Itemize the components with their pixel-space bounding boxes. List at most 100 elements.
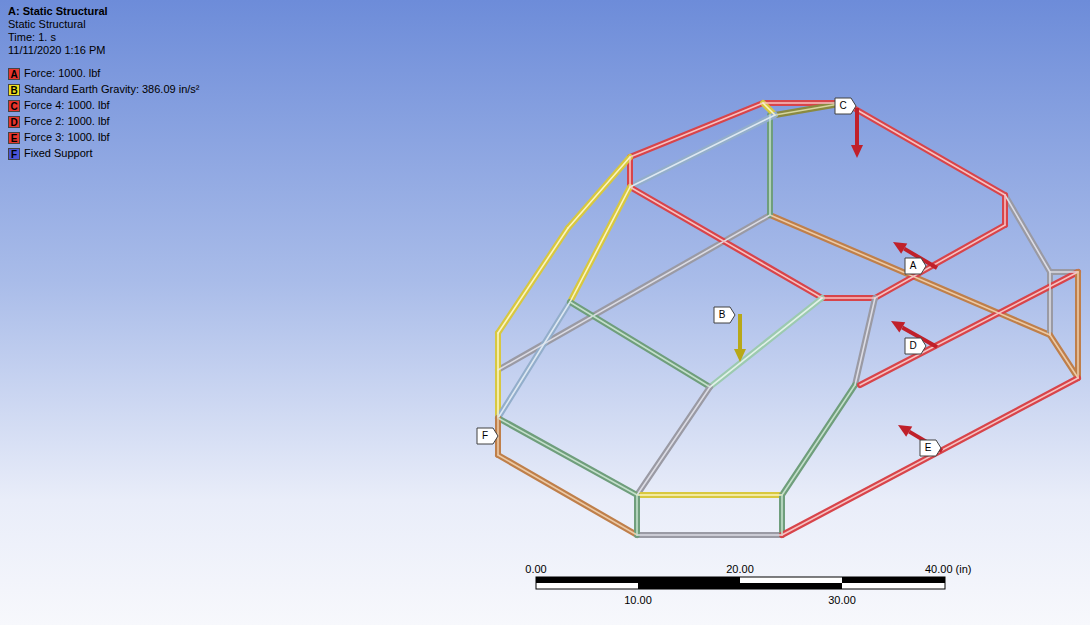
- legend-text: Fixed Support: [24, 147, 92, 160]
- legend-text: Force: 1000. lbf: [24, 67, 100, 80]
- callout-letter: B: [714, 309, 730, 321]
- callout-flags: [477, 98, 941, 456]
- member-highlight: [637, 494, 782, 496]
- member-highlight: [782, 385, 855, 495]
- member-highlight: [568, 157, 630, 228]
- frame-member: [634, 495, 640, 535]
- frame-member: [637, 387, 710, 495]
- frame-member: [630, 187, 822, 298]
- frame-member: [782, 385, 855, 495]
- callout-flag: [905, 338, 926, 354]
- member-highlight: [498, 215, 770, 370]
- frame-member: [845, 103, 1005, 195]
- arrow-head: [893, 242, 907, 254]
- frame-member: [822, 295, 875, 301]
- frame-member: [782, 378, 1078, 535]
- legend-text: Force 2: 1000. lbf: [24, 115, 110, 128]
- frame-member: [568, 157, 630, 228]
- date-stamp: 11/11/2020 1:16 PM: [8, 44, 105, 57]
- scale-tick: 20.00: [726, 563, 754, 576]
- legend-letter: B: [10, 85, 17, 96]
- member-highlight: [498, 228, 568, 333]
- legend-letter: C: [10, 101, 17, 112]
- force-arrow: [855, 108, 859, 145]
- frame-member: [855, 298, 875, 385]
- member-highlight: [782, 378, 1078, 535]
- legend-swatch: A: [8, 68, 20, 80]
- member-highlight: [498, 302, 570, 418]
- frame-member: [710, 298, 822, 387]
- callout-letter: F: [477, 430, 493, 442]
- scale-bar: [536, 577, 945, 589]
- frame-member: [498, 215, 770, 370]
- callout-letter: A: [905, 260, 921, 272]
- member-highlight: [855, 298, 875, 385]
- time-info: Time: 1. s: [8, 31, 56, 44]
- member-highlight: [763, 102, 845, 104]
- member-highlight: [498, 455, 637, 535]
- callout-letter: D: [905, 340, 921, 352]
- frame-member: [498, 455, 637, 535]
- member-highlight: [637, 387, 710, 495]
- callout-letter: E: [920, 442, 936, 454]
- frame-member: [1005, 195, 1050, 272]
- frame-member: [495, 333, 501, 418]
- frame-member: [770, 215, 1050, 335]
- member-highlight: [637, 534, 782, 536]
- arrow-head: [851, 145, 863, 158]
- frame-member: [1050, 335, 1078, 378]
- legend-swatch: C: [8, 100, 20, 112]
- legend-letter: D: [10, 117, 17, 128]
- member-highlight: [860, 272, 1078, 385]
- frame-member: [570, 187, 630, 302]
- frame-member: [1075, 272, 1081, 378]
- frame-member: [637, 532, 782, 538]
- frame-member: [767, 115, 773, 215]
- frame-member: [630, 115, 775, 187]
- member-highlight: [636, 495, 638, 535]
- scale-tick: 40.00 (in): [925, 563, 971, 576]
- frame-member: [779, 495, 785, 535]
- panel-title: A: Static Structural: [8, 5, 108, 18]
- member-highlight: [629, 157, 631, 187]
- callout-flag: [477, 428, 498, 444]
- arrow-head: [898, 425, 912, 437]
- member-highlight: [1005, 195, 1050, 272]
- frame-member: [763, 103, 775, 115]
- member-highlight: [1004, 195, 1006, 225]
- member-highlight: [570, 187, 630, 302]
- member-highlight: [710, 298, 822, 387]
- scale-tick: 0.00: [525, 563, 546, 576]
- member-highlight: [1050, 335, 1078, 378]
- frame-member: [498, 302, 570, 418]
- callout-flag: [835, 98, 856, 114]
- legend-swatch: B: [8, 84, 20, 96]
- member-highlight: [1050, 271, 1078, 273]
- frame-member: [498, 418, 637, 495]
- legend-swatch: E: [8, 132, 20, 144]
- arrow-head: [891, 321, 905, 333]
- member-highlight: [770, 215, 1050, 335]
- member-highlight: [875, 225, 1005, 298]
- member-highlight: [1077, 272, 1079, 378]
- arrow-head: [734, 349, 746, 362]
- force-arrow: [738, 314, 742, 349]
- callout-letter: C: [835, 100, 851, 112]
- member-highlight: [497, 333, 499, 418]
- legend-text: Force 3: 1000. lbf: [24, 131, 110, 144]
- legend-letter: E: [11, 133, 18, 144]
- legend-text: Force 4: 1000. lbf: [24, 99, 110, 112]
- legend-swatch: D: [8, 116, 20, 128]
- load-arrows: [734, 108, 942, 451]
- member-highlight: [498, 418, 637, 495]
- callout-flag: [905, 258, 926, 274]
- member-highlight: [630, 115, 775, 187]
- member-highlight: [1049, 272, 1051, 335]
- scale-tick: 30.00: [828, 594, 856, 607]
- member-highlight: [822, 297, 875, 299]
- callout-flag: [920, 440, 941, 456]
- member-highlight: [570, 302, 710, 387]
- legend-letter: F: [11, 149, 17, 160]
- member-highlight: [763, 103, 775, 115]
- tube-frame: [498, 103, 1078, 535]
